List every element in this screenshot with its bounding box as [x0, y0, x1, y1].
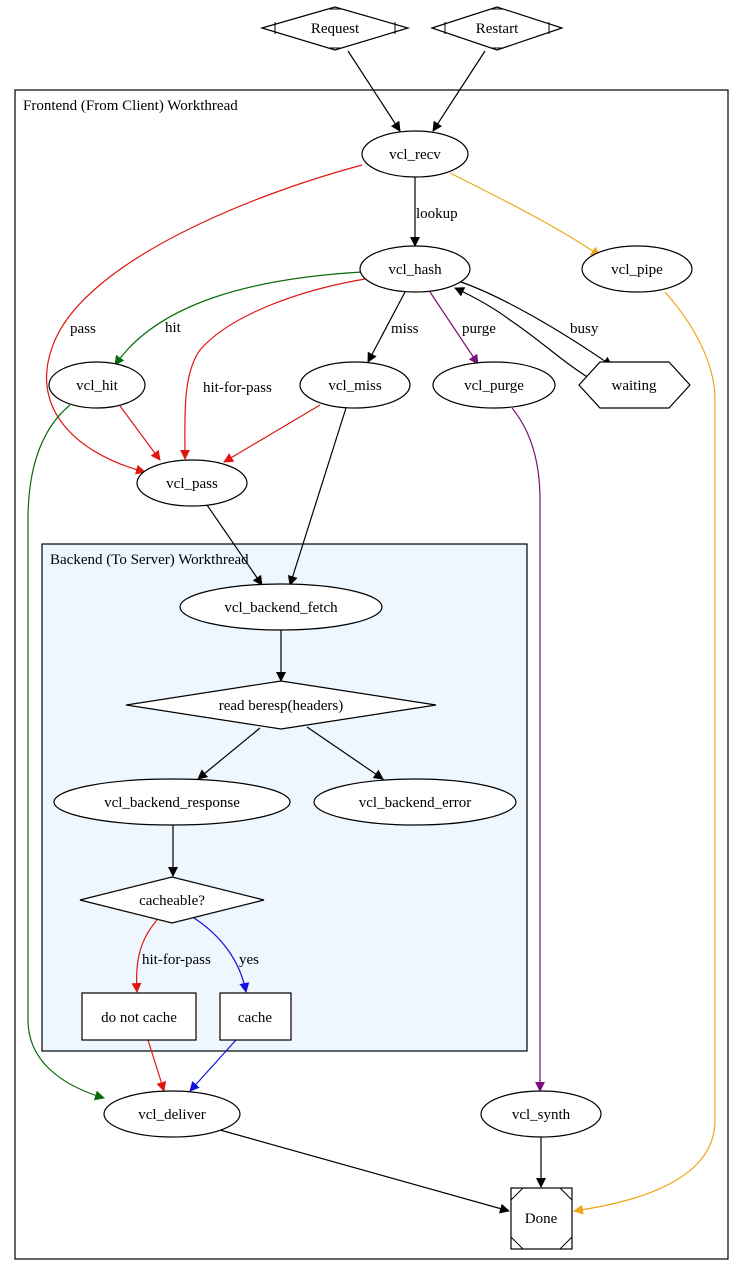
edge-label-yes: yes	[239, 952, 259, 968]
edge-restart-recv	[432, 50, 486, 132]
node-vcl-recv: vcl_recv	[361, 130, 469, 178]
edge-miss-pass	[223, 404, 321, 463]
edge-hash-waiting	[457, 280, 613, 367]
edge-pipe-done	[573, 291, 716, 1215]
edge-recv-pipe	[449, 172, 601, 257]
node-cacheable: cacheable?	[79, 876, 265, 924]
node-vcl-hash: vcl_hash	[359, 245, 471, 293]
node-cache: cache	[219, 992, 292, 1041]
edge-request-recv	[347, 50, 401, 132]
edge-label-hit-for-pass: hit-for-pass	[203, 380, 272, 396]
node-vcl-backend-response: vcl_backend_response	[53, 778, 291, 826]
node-waiting: waiting	[578, 361, 691, 409]
node-vcl-backend-error: vcl_backend_error	[313, 778, 517, 826]
node-do-not-cache: do not cache	[81, 992, 197, 1041]
node-vcl-backend-error-label: vcl_backend_error	[359, 795, 471, 811]
edge-label-miss: miss	[391, 321, 419, 337]
edge-hash-hit	[114, 271, 363, 366]
node-restart-label: Restart	[476, 21, 519, 37]
edge-label-hit-for-pass-backend: hit-for-pass	[142, 952, 211, 968]
node-vcl-backend-fetch: vcl_backend_fetch	[179, 583, 383, 631]
edge-deliver-done	[219, 1129, 510, 1214]
node-vcl-deliver: vcl_deliver	[103, 1090, 241, 1138]
edge-hash-purge	[429, 291, 479, 365]
node-request: Request	[259, 6, 411, 51]
edge-label-purge: purge	[462, 321, 496, 337]
edge-label-pass: pass	[70, 321, 96, 337]
edge-purge-synth	[511, 407, 545, 1092]
node-vcl-hash-label: vcl_hash	[388, 262, 442, 278]
edge-labels: lookup pass hit hit-for-pass miss purge …	[70, 206, 599, 968]
node-cacheable-label: cacheable?	[139, 893, 205, 909]
edge-waiting-hash	[454, 287, 593, 381]
node-vcl-pass-label: vcl_pass	[166, 476, 218, 492]
node-vcl-backend-response-label: vcl_backend_response	[104, 795, 240, 811]
edge-hash-pass	[179, 278, 366, 460]
node-waiting-label: waiting	[612, 378, 657, 394]
frontend-cluster-label: Frontend (From Client) Workthread	[23, 98, 238, 114]
edge-hash-miss	[367, 291, 406, 363]
edge-hit-pass	[119, 405, 161, 461]
edges	[27, 50, 716, 1215]
node-vcl-pass: vcl_pass	[136, 459, 248, 507]
node-do-not-cache-label: do not cache	[101, 1010, 177, 1026]
node-vcl-pipe: vcl_pipe	[581, 245, 693, 293]
node-vcl-miss: vcl_miss	[299, 361, 411, 409]
node-request-label: Request	[311, 21, 360, 37]
edge-read-response	[197, 727, 261, 780]
edge-cache-deliver	[189, 1039, 237, 1092]
node-read-beresp-label: read beresp(headers)	[219, 698, 344, 714]
node-vcl-pipe-label: vcl_pipe	[611, 262, 663, 278]
edge-hit-deliver	[27, 404, 105, 1101]
node-done: Done	[510, 1187, 573, 1250]
edge-donotcache-deliver	[147, 1039, 167, 1092]
node-vcl-hit-label: vcl_hit	[76, 378, 118, 394]
node-vcl-purge-label: vcl_purge	[464, 378, 524, 394]
edge-read-error	[306, 726, 384, 780]
edge-label-busy: busy	[570, 321, 599, 337]
node-read-beresp: read beresp(headers)	[125, 680, 437, 730]
node-vcl-purge: vcl_purge	[432, 361, 556, 409]
node-restart: Restart	[430, 6, 564, 51]
edge-label-hit: hit	[165, 320, 182, 336]
nodes: Request Restart vcl_recv vcl_hash vcl_pi…	[48, 6, 693, 1250]
node-vcl-backend-fetch-label: vcl_backend_fetch	[224, 600, 338, 616]
node-vcl-synth-label: vcl_synth	[512, 1107, 571, 1123]
node-vcl-synth: vcl_synth	[480, 1090, 602, 1138]
node-vcl-recv-label: vcl_recv	[389, 147, 441, 163]
edge-recv-pass	[46, 164, 363, 475]
node-cache-label: cache	[238, 1010, 272, 1026]
edge-label-lookup: lookup	[416, 206, 458, 222]
edge-pass-backend-fetch	[206, 504, 263, 586]
node-done-label: Done	[525, 1211, 558, 1227]
edge-cacheable-donotcache	[131, 919, 158, 993]
node-vcl-deliver-label: vcl_deliver	[138, 1107, 205, 1123]
edge-miss-backend-fetch	[287, 407, 347, 586]
node-vcl-hit: vcl_hit	[48, 361, 146, 409]
node-vcl-miss-label: vcl_miss	[328, 378, 381, 394]
edge-cacheable-cache	[193, 917, 250, 993]
backend-cluster-label: Backend (To Server) Workthread	[50, 552, 249, 568]
